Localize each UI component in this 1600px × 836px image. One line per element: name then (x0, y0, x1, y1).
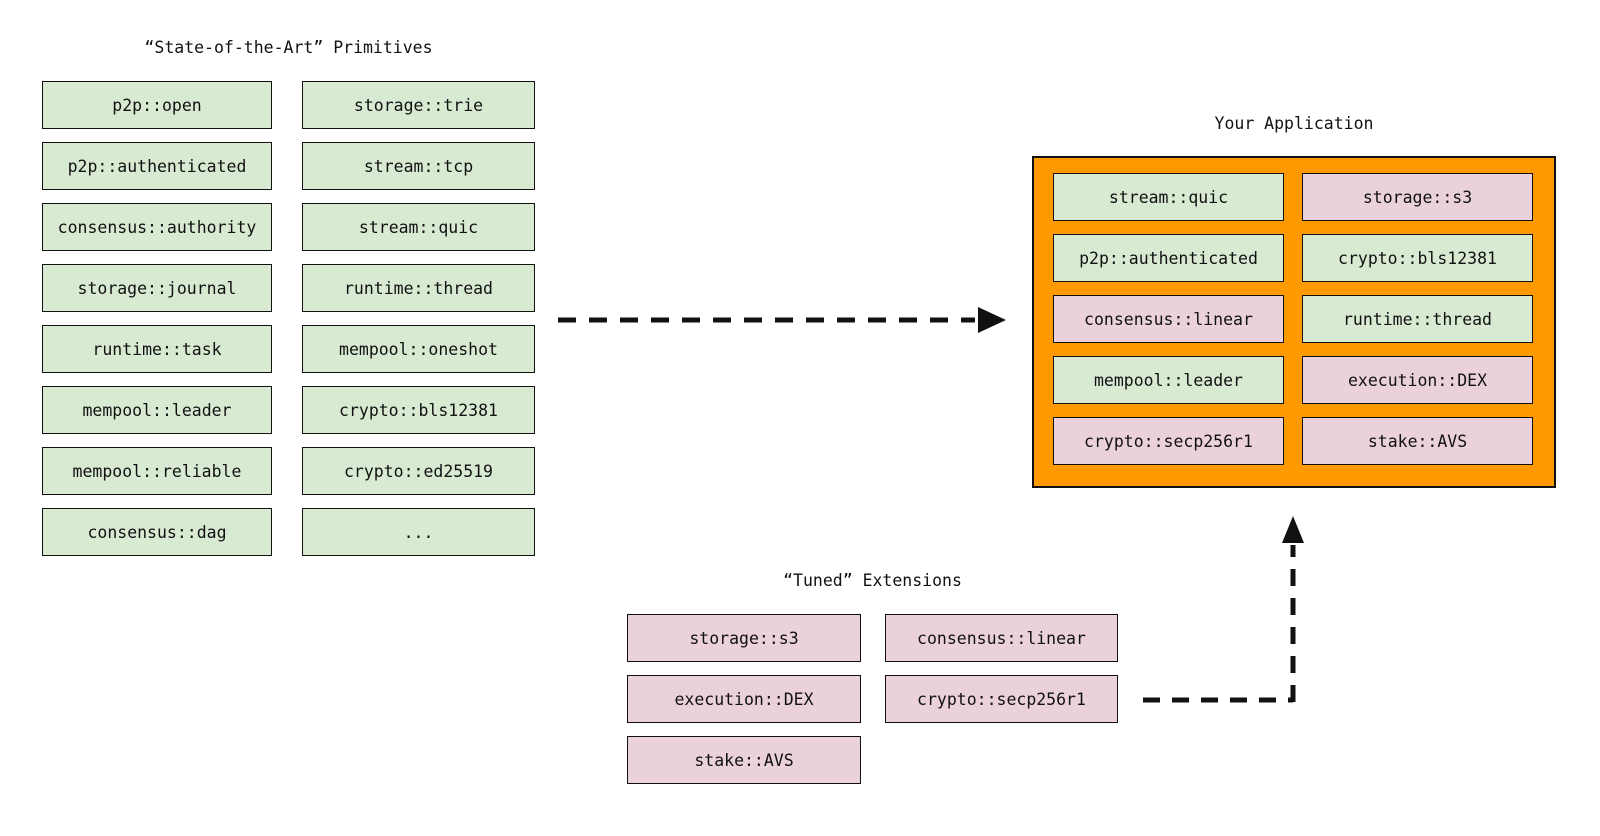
primitive-box: stream::quic (302, 203, 535, 251)
app-module-box: runtime::thread (1302, 295, 1533, 343)
app-module-box: p2p::authenticated (1053, 234, 1284, 282)
primitive-box: storage::journal (42, 264, 272, 312)
primitives-title: “State-of-the-Art” Primitives (144, 38, 433, 57)
extension-box: consensus::linear (885, 614, 1118, 662)
primitive-box: mempool::leader (42, 386, 272, 434)
extension-box: execution::DEX (627, 675, 861, 723)
app-module-box: mempool::leader (1053, 356, 1284, 404)
app-module-box: storage::s3 (1302, 173, 1533, 221)
primitive-box: crypto::bls12381 (302, 386, 535, 434)
app-module-box: stake::AVS (1302, 417, 1533, 465)
extension-box: storage::s3 (627, 614, 861, 662)
primitive-box: p2p::open (42, 81, 272, 129)
dashed-arrow-right-icon (558, 307, 1006, 333)
app-module-box: stream::quic (1053, 173, 1284, 221)
extension-box: stake::AVS (627, 736, 861, 784)
primitive-box: storage::trie (302, 81, 535, 129)
primitive-box: crypto::ed25519 (302, 447, 535, 495)
primitive-box: consensus::dag (42, 508, 272, 556)
dashed-arrow-up-icon (1143, 516, 1304, 703)
primitive-box: consensus::authority (42, 203, 272, 251)
extension-box: crypto::secp256r1 (885, 675, 1118, 723)
app-module-box: crypto::bls12381 (1302, 234, 1533, 282)
primitive-box: ... (302, 508, 535, 556)
primitive-box: runtime::task (42, 325, 272, 373)
primitive-box: mempool::reliable (42, 447, 272, 495)
application-title: Your Application (1214, 114, 1374, 133)
primitive-box: stream::tcp (302, 142, 535, 190)
app-module-box: consensus::linear (1053, 295, 1284, 343)
primitive-box: mempool::oneshot (302, 325, 535, 373)
primitive-box: p2p::authenticated (42, 142, 272, 190)
app-module-box: execution::DEX (1302, 356, 1533, 404)
primitive-box: runtime::thread (302, 264, 535, 312)
arrowhead (978, 307, 1006, 333)
arrowhead (1282, 516, 1304, 543)
app-module-box: crypto::secp256r1 (1053, 417, 1284, 465)
extensions-title: “Tuned” Extensions (783, 571, 962, 590)
